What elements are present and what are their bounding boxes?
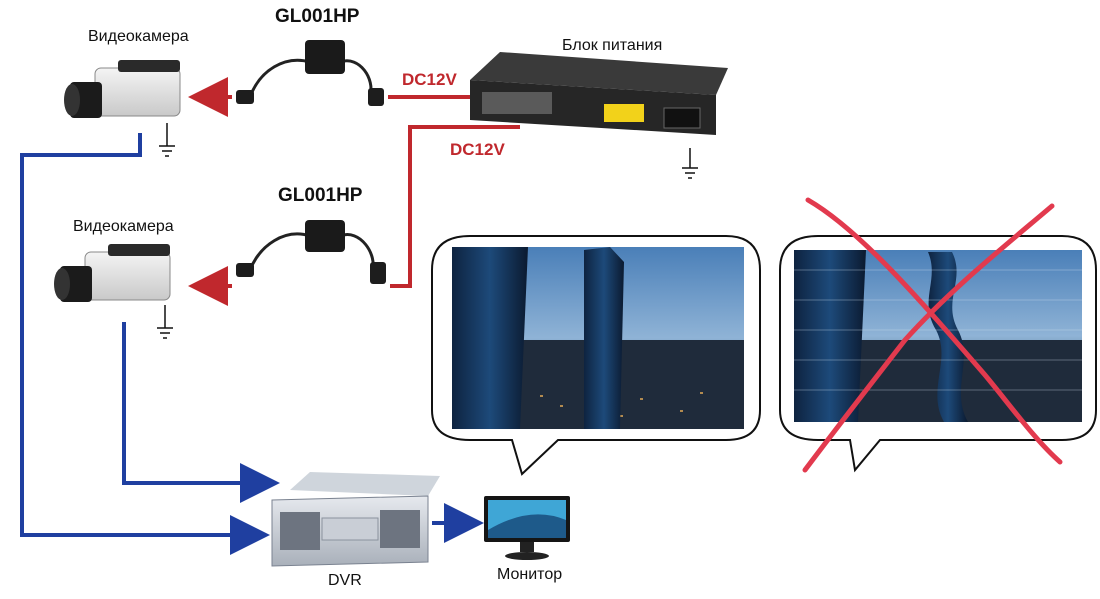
dc-top-label: DC12V (402, 70, 457, 89)
power-lines (388, 95, 520, 288)
city-image-clear (452, 247, 744, 429)
dvr-unit (271, 472, 440, 567)
bubble-bad (779, 235, 1097, 473)
camera-mid (54, 244, 171, 302)
cross-mark (802, 197, 1063, 473)
video-lines (20, 133, 484, 555)
power-supply (470, 52, 728, 135)
ground-icon (159, 123, 175, 157)
camera-mid-label: Видеокамера (73, 218, 174, 235)
camera-top (64, 60, 181, 118)
ground-icon (682, 148, 698, 179)
ground-icon (157, 305, 173, 339)
monitor-label: Монитор (497, 566, 563, 583)
bubble-good (431, 235, 761, 476)
city-image-distorted (794, 250, 1082, 422)
monitor (484, 496, 570, 560)
dc-mid-label: DC12V (450, 140, 505, 159)
power-arrows (188, 77, 232, 306)
camera-top-label: Видеокамера (88, 28, 189, 45)
filter-top-label: GL001HP (275, 6, 360, 27)
dvr-label: DVR (328, 572, 362, 589)
filter-mid (236, 220, 386, 284)
filter-top (236, 40, 384, 106)
filter-mid-label: GL001HP (278, 185, 363, 206)
power-supply-label: Блок питания (562, 37, 663, 54)
